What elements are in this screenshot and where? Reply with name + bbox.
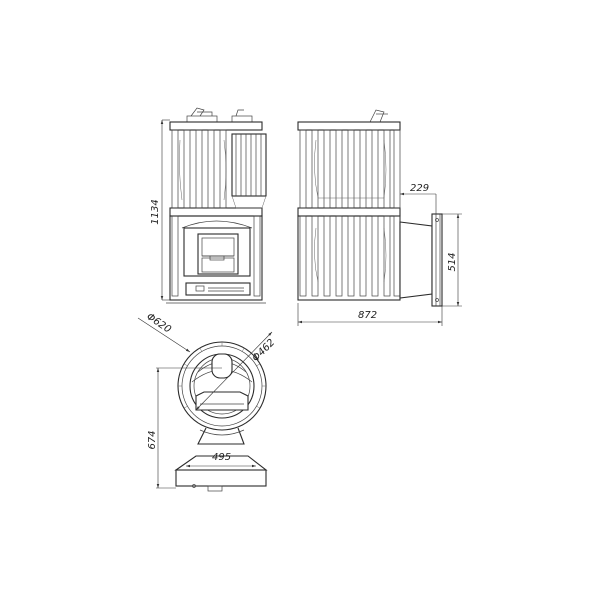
chimney-outlet-top: [211, 353, 233, 379]
door-protrusion-top: [195, 391, 249, 411]
dimension-outlet-height: 514: [442, 213, 462, 307]
top-view: Φ620 Φ462 674 495: [137, 311, 277, 492]
dimension-base-width: 495: [186, 452, 256, 468]
front-view: 1134: [150, 107, 267, 304]
dimension-label-495: 495: [212, 452, 231, 463]
dimension-height-front: 1134: [150, 119, 170, 301]
top-handle-side: [369, 109, 388, 123]
fire-tunnel-outlet: [399, 213, 443, 307]
upper-stone-cage-side: [297, 121, 401, 217]
top-handle-front: [186, 107, 218, 123]
dimension-label-514: 514: [447, 252, 458, 271]
top-handle-front-right: [231, 109, 253, 123]
dimension-total-length: 872: [297, 303, 443, 326]
dimension-label-674: 674: [147, 430, 158, 449]
upper-stone-cage-front: [169, 121, 267, 217]
dimension-label-d462: Φ462: [250, 337, 277, 364]
dimension-depth-top: 674: [147, 367, 222, 489]
dimension-label-229: 229: [410, 183, 429, 194]
lower-firebox-front: [166, 215, 266, 304]
dimension-offset-side: 229: [400, 183, 437, 214]
dimension-label-d620: Φ620: [144, 311, 173, 335]
lower-body-side: [297, 215, 401, 301]
dimension-label-1134: 1134: [150, 199, 161, 224]
dimension-outer-diameter: Φ620: [137, 311, 191, 353]
side-view: 229 514 872: [297, 109, 462, 326]
dimension-label-872: 872: [358, 310, 377, 321]
